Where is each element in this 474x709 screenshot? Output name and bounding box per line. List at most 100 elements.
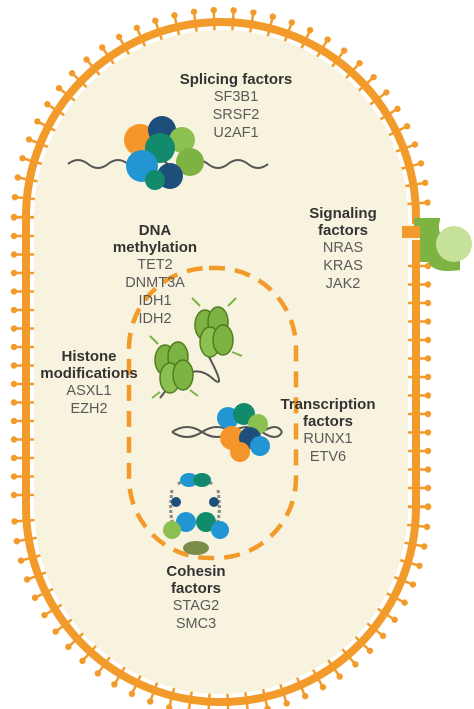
lipid-head bbox=[403, 123, 411, 130]
lipid-head bbox=[383, 89, 390, 96]
lipid-head bbox=[352, 661, 359, 668]
lipid-head bbox=[288, 19, 295, 26]
lipid-head bbox=[152, 17, 159, 24]
nucleus-dashed-outline bbox=[126, 265, 299, 561]
signaling-factors-group: Signaling factors NRAS KRAS JAK2 bbox=[298, 205, 388, 293]
signaling-factors-title-line1: Signaling bbox=[309, 205, 377, 222]
lipid-head bbox=[11, 518, 18, 525]
lipid-head bbox=[34, 118, 41, 125]
lipid-head bbox=[133, 24, 141, 32]
gene-tet2: TET2 bbox=[137, 257, 173, 273]
gene-stag2: STAG2 bbox=[172, 598, 220, 614]
spliceosome-icon bbox=[67, 116, 269, 190]
lipid-head bbox=[10, 288, 18, 295]
lipid-head bbox=[424, 503, 432, 511]
lipid-head bbox=[424, 281, 432, 288]
lipid-head bbox=[10, 436, 18, 443]
gene-sf3b1: SF3B1 bbox=[213, 89, 259, 105]
histone-title-line1: Histone bbox=[61, 348, 117, 365]
lipid-head bbox=[420, 543, 428, 550]
cohesin-ring-icon bbox=[163, 473, 229, 555]
nucleosome-icon bbox=[149, 297, 243, 399]
lipid-head bbox=[424, 336, 432, 344]
lipid-head bbox=[391, 616, 398, 623]
lipid-head bbox=[14, 174, 22, 181]
lipid-head bbox=[19, 155, 26, 162]
lipid-head bbox=[411, 141, 419, 148]
cell-membrane bbox=[22, 18, 420, 706]
lipid-head bbox=[416, 562, 423, 569]
lipid-head bbox=[23, 576, 31, 583]
lipid-head bbox=[52, 628, 59, 635]
gene-jak2: JAK2 bbox=[325, 276, 361, 292]
lipid-head bbox=[79, 657, 86, 665]
gene-smc3: SMC3 bbox=[175, 616, 217, 632]
lipid-head bbox=[11, 193, 19, 201]
lipid-head bbox=[394, 105, 401, 113]
lipid-head bbox=[83, 56, 90, 63]
lipid-head bbox=[10, 454, 18, 462]
gene-etv6: ETV6 bbox=[309, 449, 347, 465]
lipid-head bbox=[424, 318, 432, 325]
lipid-head bbox=[424, 447, 432, 455]
lipid-head bbox=[10, 325, 18, 332]
transcription-title-line2: factors bbox=[302, 413, 354, 430]
lipid-head bbox=[401, 599, 408, 606]
dna-methylation-title-line1: DNA bbox=[138, 222, 172, 239]
transcription-factors-group: Transcription factors RUNX1 ETV6 bbox=[268, 396, 388, 466]
gene-asxl1: ASXL1 bbox=[66, 383, 112, 399]
lipid-head bbox=[25, 136, 33, 143]
lipid-head bbox=[424, 429, 432, 436]
lipid-head bbox=[306, 26, 314, 34]
lipid-head bbox=[366, 647, 374, 654]
lipid-head bbox=[10, 362, 18, 369]
lipid-head bbox=[171, 12, 178, 19]
lipid-head bbox=[10, 269, 18, 277]
histone-modifications-group: Histone modifications ASXL1 EZH2 bbox=[30, 348, 148, 418]
dna-methylation-group: DNA methylation TET2 DNMT3A IDH1 IDH2 bbox=[100, 222, 210, 328]
lipid-head bbox=[10, 214, 18, 221]
lipid-head bbox=[324, 36, 331, 43]
membrane-lipid-heads bbox=[10, 6, 432, 709]
lipid-head bbox=[10, 417, 18, 425]
lipid-head bbox=[301, 692, 309, 700]
gene-runx1: RUNX1 bbox=[303, 431, 353, 447]
lipid-head bbox=[10, 232, 18, 240]
lipid-head bbox=[424, 373, 432, 381]
lipid-head bbox=[190, 8, 198, 15]
lipid-head bbox=[379, 632, 387, 640]
lipid-head bbox=[10, 306, 18, 314]
lipid-head bbox=[99, 44, 106, 51]
lipid-head bbox=[210, 6, 217, 14]
gene-idh2: IDH2 bbox=[138, 311, 172, 327]
lipid-head bbox=[417, 160, 425, 167]
lipid-head bbox=[10, 491, 18, 499]
lipid-head bbox=[421, 179, 429, 187]
lipid-head bbox=[31, 594, 39, 601]
lipid-head bbox=[65, 643, 72, 651]
splicing-factors-group: Splicing factors SF3B1 SRSF2 U2AF1 bbox=[170, 71, 302, 142]
transcription-complex-icon bbox=[171, 403, 283, 462]
lipid-head bbox=[10, 380, 18, 388]
lipid-head bbox=[128, 690, 136, 698]
lipid-head bbox=[10, 473, 18, 480]
transcription-title-line1: Transcription bbox=[280, 396, 376, 413]
lipid-head bbox=[336, 673, 343, 680]
lipid-head bbox=[409, 581, 417, 588]
lipid-head bbox=[165, 704, 173, 709]
lipid-head bbox=[68, 70, 76, 77]
cytoplasm bbox=[34, 30, 408, 694]
dna-methylation-title-line2: methylation bbox=[112, 239, 198, 256]
lipid-head bbox=[17, 557, 25, 564]
lipid-head bbox=[283, 700, 290, 707]
gene-idh1: IDH1 bbox=[138, 293, 172, 309]
lipid-head bbox=[424, 466, 432, 473]
lipid-head bbox=[264, 705, 271, 709]
lipid-head bbox=[424, 199, 431, 206]
cohesin-factors-group: Cohesin factors STAG2 SMC3 bbox=[146, 563, 246, 633]
lipid-head bbox=[94, 670, 102, 677]
lipid-head bbox=[424, 410, 432, 418]
lipid-head bbox=[10, 343, 18, 351]
lipid-head bbox=[424, 392, 432, 399]
